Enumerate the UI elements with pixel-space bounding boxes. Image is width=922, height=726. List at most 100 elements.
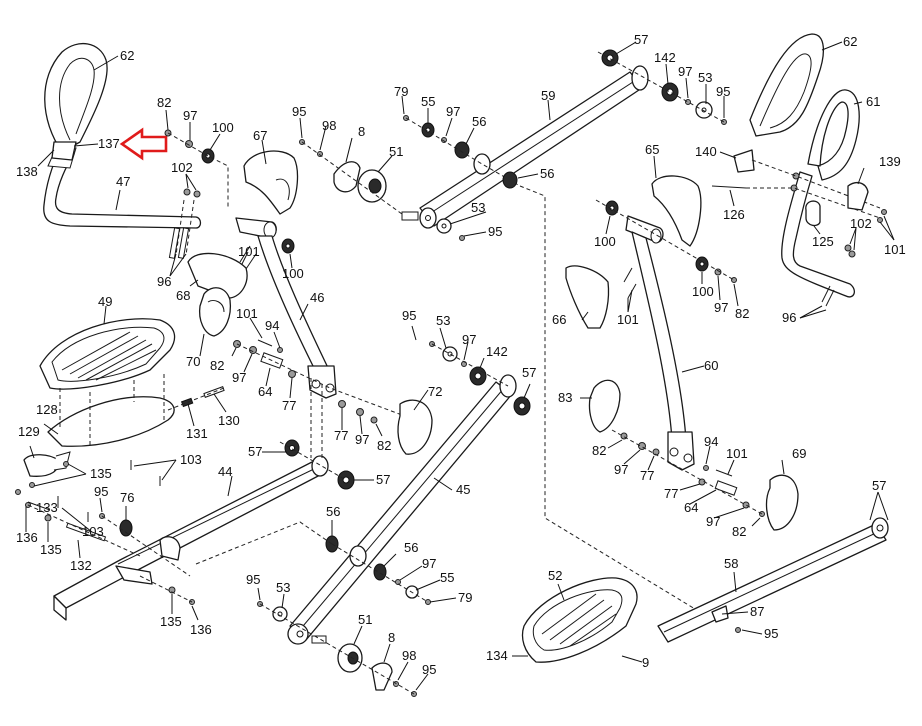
callout-97: 97 [714,300,728,315]
callout-139: 139 [879,154,901,169]
callout-9: 9 [642,655,649,670]
callout-53: 53 [436,313,450,328]
callout-133: 133 [36,500,58,515]
callout-95: 95 [402,308,416,323]
callout-137: 137 [98,136,120,151]
right-handlebar-61 [781,89,860,298]
callout-49: 49 [98,294,112,309]
callout-62: 62 [120,48,134,63]
cover-70 [198,287,232,337]
pedal-52 [521,577,638,663]
right-handle-parts [711,149,887,307]
callout-95: 95 [764,626,778,641]
callout-labels: 62 137 138 47 82 97 100 102 96 67 95 98 … [16,32,906,677]
callout-97: 97 [678,64,692,79]
callout-135: 135 [40,542,62,557]
pivot-fasteners-left [233,339,411,424]
callout-142: 142 [654,50,676,65]
callout-53: 53 [698,70,712,85]
callout-51: 51 [358,612,372,627]
roller-arm-59 [401,65,649,229]
callout-8: 8 [358,124,365,139]
callout-135: 135 [160,614,182,629]
callout-82: 82 [592,443,606,458]
highlight-arrow-137 [119,127,168,161]
pedal-52-ribs [541,593,617,647]
callout-101: 101 [884,242,906,257]
callout-76: 76 [120,490,134,505]
callout-55: 55 [440,570,454,585]
callout-56: 56 [326,504,340,519]
callout-136: 136 [16,530,38,545]
callout-95: 95 [422,662,436,677]
callout-100: 100 [594,234,616,249]
right-upper-arm-60 [625,215,695,471]
callout-53: 53 [276,580,290,595]
callout-77: 77 [334,428,348,443]
callout-97: 97 [232,370,246,385]
callout-98: 98 [402,648,416,663]
wheel-assembly-51-top [299,139,403,215]
callout-97: 97 [446,104,460,119]
lower-arm-fasteners [195,341,509,697]
callout-129: 129 [18,424,40,439]
callout-44: 44 [218,464,232,479]
callout-82: 82 [735,306,749,321]
callout-64: 64 [684,500,698,515]
base-frame-44 [53,455,329,621]
pedal-bracket-129 [23,451,71,477]
callout-97: 97 [614,462,628,477]
callout-69: 69 [792,446,806,461]
callout-82: 82 [732,524,746,539]
callout-61: 61 [866,94,880,109]
callout-126: 126 [723,207,745,222]
callout-103: 103 [82,524,104,539]
callout-97: 97 [355,432,369,447]
callout-87: 87 [750,604,764,619]
callout-77: 77 [664,486,678,501]
callout-94: 94 [704,434,718,449]
callout-77: 77 [282,398,296,413]
left-upper-arm-46 [235,217,337,399]
callout-67: 67 [253,128,267,143]
callout-100: 100 [212,120,234,135]
cover-67 [243,150,299,215]
bolts-103-left [29,460,161,522]
callout-72: 72 [428,384,442,399]
callout-98: 98 [322,118,336,133]
callout-102: 102 [850,216,872,231]
callout-52: 52 [548,568,562,583]
callout-136: 136 [190,622,212,637]
callout-59: 59 [541,88,555,103]
bearing-100-left [281,238,295,254]
callout-65: 65 [645,142,659,157]
fastener-group-left-top [164,129,229,259]
callout-97: 97 [706,514,720,529]
callout-82: 82 [377,438,391,453]
cover-66 [565,265,610,329]
right-upper-handle-62 [749,33,824,137]
cover-68 [187,252,248,299]
callout-101: 101 [238,244,260,259]
callout-55: 55 [421,94,435,109]
callout-142: 142 [486,344,508,359]
callout-131: 131 [186,426,208,441]
cover-69 [765,474,799,531]
callout-57: 57 [634,32,648,47]
leader-lines [25,41,895,691]
callout-101: 101 [726,446,748,461]
callout-79: 79 [458,590,472,605]
callout-128: 128 [36,402,58,417]
callout-60: 60 [704,358,718,373]
pedal-plate-128 [47,374,175,447]
callout-102: 102 [171,160,193,175]
left-upper-handle-62 [44,42,108,153]
callout-95: 95 [716,84,730,99]
callout-66: 66 [552,312,566,327]
callout-79: 79 [394,84,408,99]
callout-100: 100 [282,266,304,281]
callout-134: 134 [486,648,508,663]
callout-62: 62 [843,34,857,49]
callout-83: 83 [558,390,572,405]
callout-95: 95 [292,104,306,119]
